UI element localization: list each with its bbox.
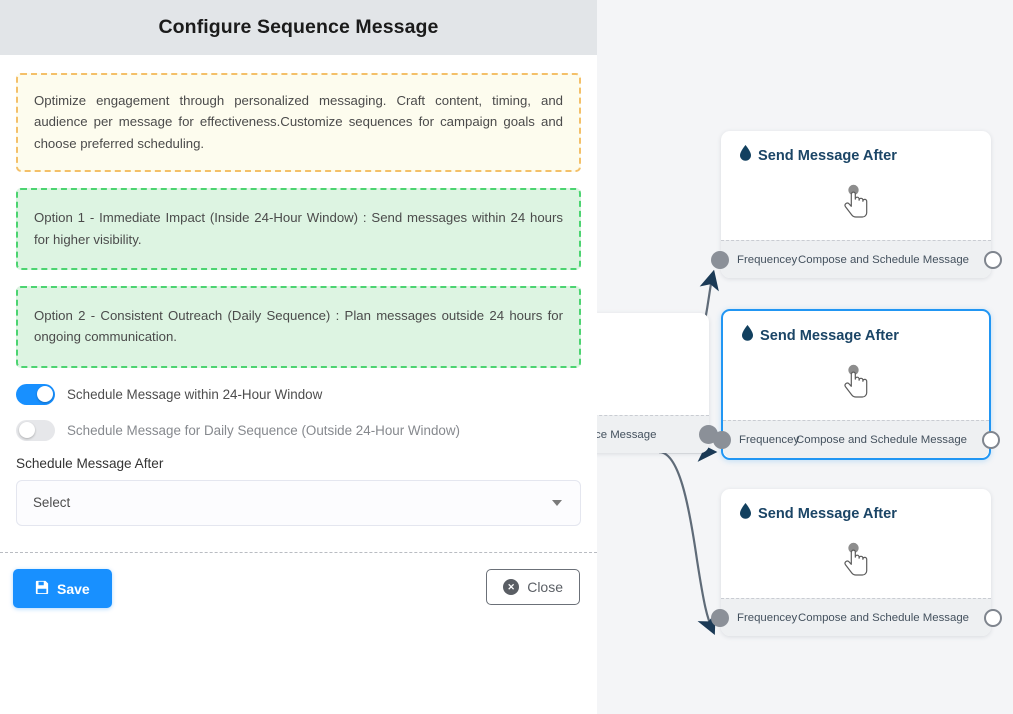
flow-canvas[interactable]: ce Message Send Message After xyxy=(597,0,1013,714)
droplet-icon xyxy=(741,325,754,346)
edge-source-to-bottom xyxy=(658,450,716,635)
in-port-label: Frequencey xyxy=(737,611,798,624)
toggle-label-daily-sequence: Schedule Message for Daily Sequence (Out… xyxy=(67,422,460,438)
out-port-label: Compose and Schedule Message xyxy=(798,611,969,624)
toggle-label-within-24h: Schedule Message within 24-Hour Window xyxy=(67,386,323,402)
node-footer: Frequencey Compose and Schedule Message xyxy=(711,598,1002,636)
out-port-label: ce Message xyxy=(597,428,657,441)
option-1-callout: Option 1 - Immediate Impact (Inside 24-H… xyxy=(16,188,581,270)
schedule-message-after-label: Schedule Message After xyxy=(16,455,164,471)
node-footer: Frequencey Compose and Schedule Message xyxy=(713,420,1000,458)
node-header: Send Message After xyxy=(721,489,991,524)
node-header: Send Message After xyxy=(721,131,991,166)
node-source-partial[interactable]: ce Message xyxy=(597,313,718,453)
output-port[interactable] xyxy=(982,430,1000,449)
node-title: Send Message After xyxy=(758,147,897,164)
schedule-message-after-select[interactable]: Select xyxy=(16,479,581,526)
node-send-message-after-2[interactable]: Send Message After Frequencey Compose an… xyxy=(713,309,1000,460)
output-port[interactable] xyxy=(984,608,1002,627)
out-port-label: Compose and Schedule Message xyxy=(798,253,969,266)
input-port[interactable] xyxy=(711,250,729,269)
node-body xyxy=(721,524,991,598)
out-port-label: Compose and Schedule Message xyxy=(796,433,967,446)
in-port-label: Frequencey xyxy=(737,253,798,266)
panel-body: Optimize engagement through personalized… xyxy=(0,55,597,526)
save-button[interactable]: Save xyxy=(13,569,112,608)
configure-sequence-panel: Configure Sequence Message Optimize enga… xyxy=(0,0,597,714)
node-body xyxy=(723,346,989,420)
save-button-label: Save xyxy=(57,580,90,597)
node-send-message-after-1[interactable]: Send Message After Frequencey Compose an… xyxy=(711,131,1002,278)
panel-footer: Save ✕ Close xyxy=(0,553,597,633)
tap-hand-icon xyxy=(839,540,873,583)
node-title: Send Message After xyxy=(758,505,897,522)
page-title: Configure Sequence Message xyxy=(158,16,439,38)
input-port[interactable] xyxy=(713,430,731,449)
toggle-row-daily[interactable]: Schedule Message for Daily Sequence (Out… xyxy=(16,419,581,441)
toggle-row-24h[interactable]: Schedule Message within 24-Hour Window xyxy=(16,383,581,405)
toggle-knob xyxy=(18,422,35,439)
node-header: Send Message After xyxy=(723,311,989,346)
select-value: Select xyxy=(33,495,71,511)
droplet-icon xyxy=(739,503,752,524)
close-button[interactable]: ✕ Close xyxy=(486,569,580,605)
node-title: Send Message After xyxy=(760,327,899,344)
panel-header: Configure Sequence Message xyxy=(0,0,597,55)
node-send-message-after-3[interactable]: Send Message After Frequencey Compose an… xyxy=(711,489,1002,636)
info-callout: Optimize engagement through personalized… xyxy=(16,73,581,173)
in-port-label: Frequencey xyxy=(739,433,800,446)
toggle-schedule-within-24h[interactable] xyxy=(16,383,55,405)
tap-hand-icon xyxy=(839,182,873,225)
footer-divider xyxy=(0,552,597,553)
close-button-label: Close xyxy=(527,579,563,595)
save-disk-icon xyxy=(35,580,49,597)
node-body xyxy=(597,313,709,415)
droplet-icon xyxy=(739,145,752,166)
toggle-schedule-daily-sequence[interactable] xyxy=(16,419,55,441)
node-body xyxy=(721,166,991,240)
close-circle-icon: ✕ xyxy=(503,579,520,595)
tap-hand-icon xyxy=(839,362,873,405)
input-port[interactable] xyxy=(711,608,729,627)
node-footer: Frequencey Compose and Schedule Message xyxy=(711,240,1002,278)
toggle-knob xyxy=(36,386,53,403)
option-2-callout: Option 2 - Consistent Outreach (Daily Se… xyxy=(16,285,581,368)
chevron-down-icon xyxy=(552,499,562,506)
output-port[interactable] xyxy=(984,250,1002,269)
node-footer: ce Message xyxy=(597,415,718,453)
